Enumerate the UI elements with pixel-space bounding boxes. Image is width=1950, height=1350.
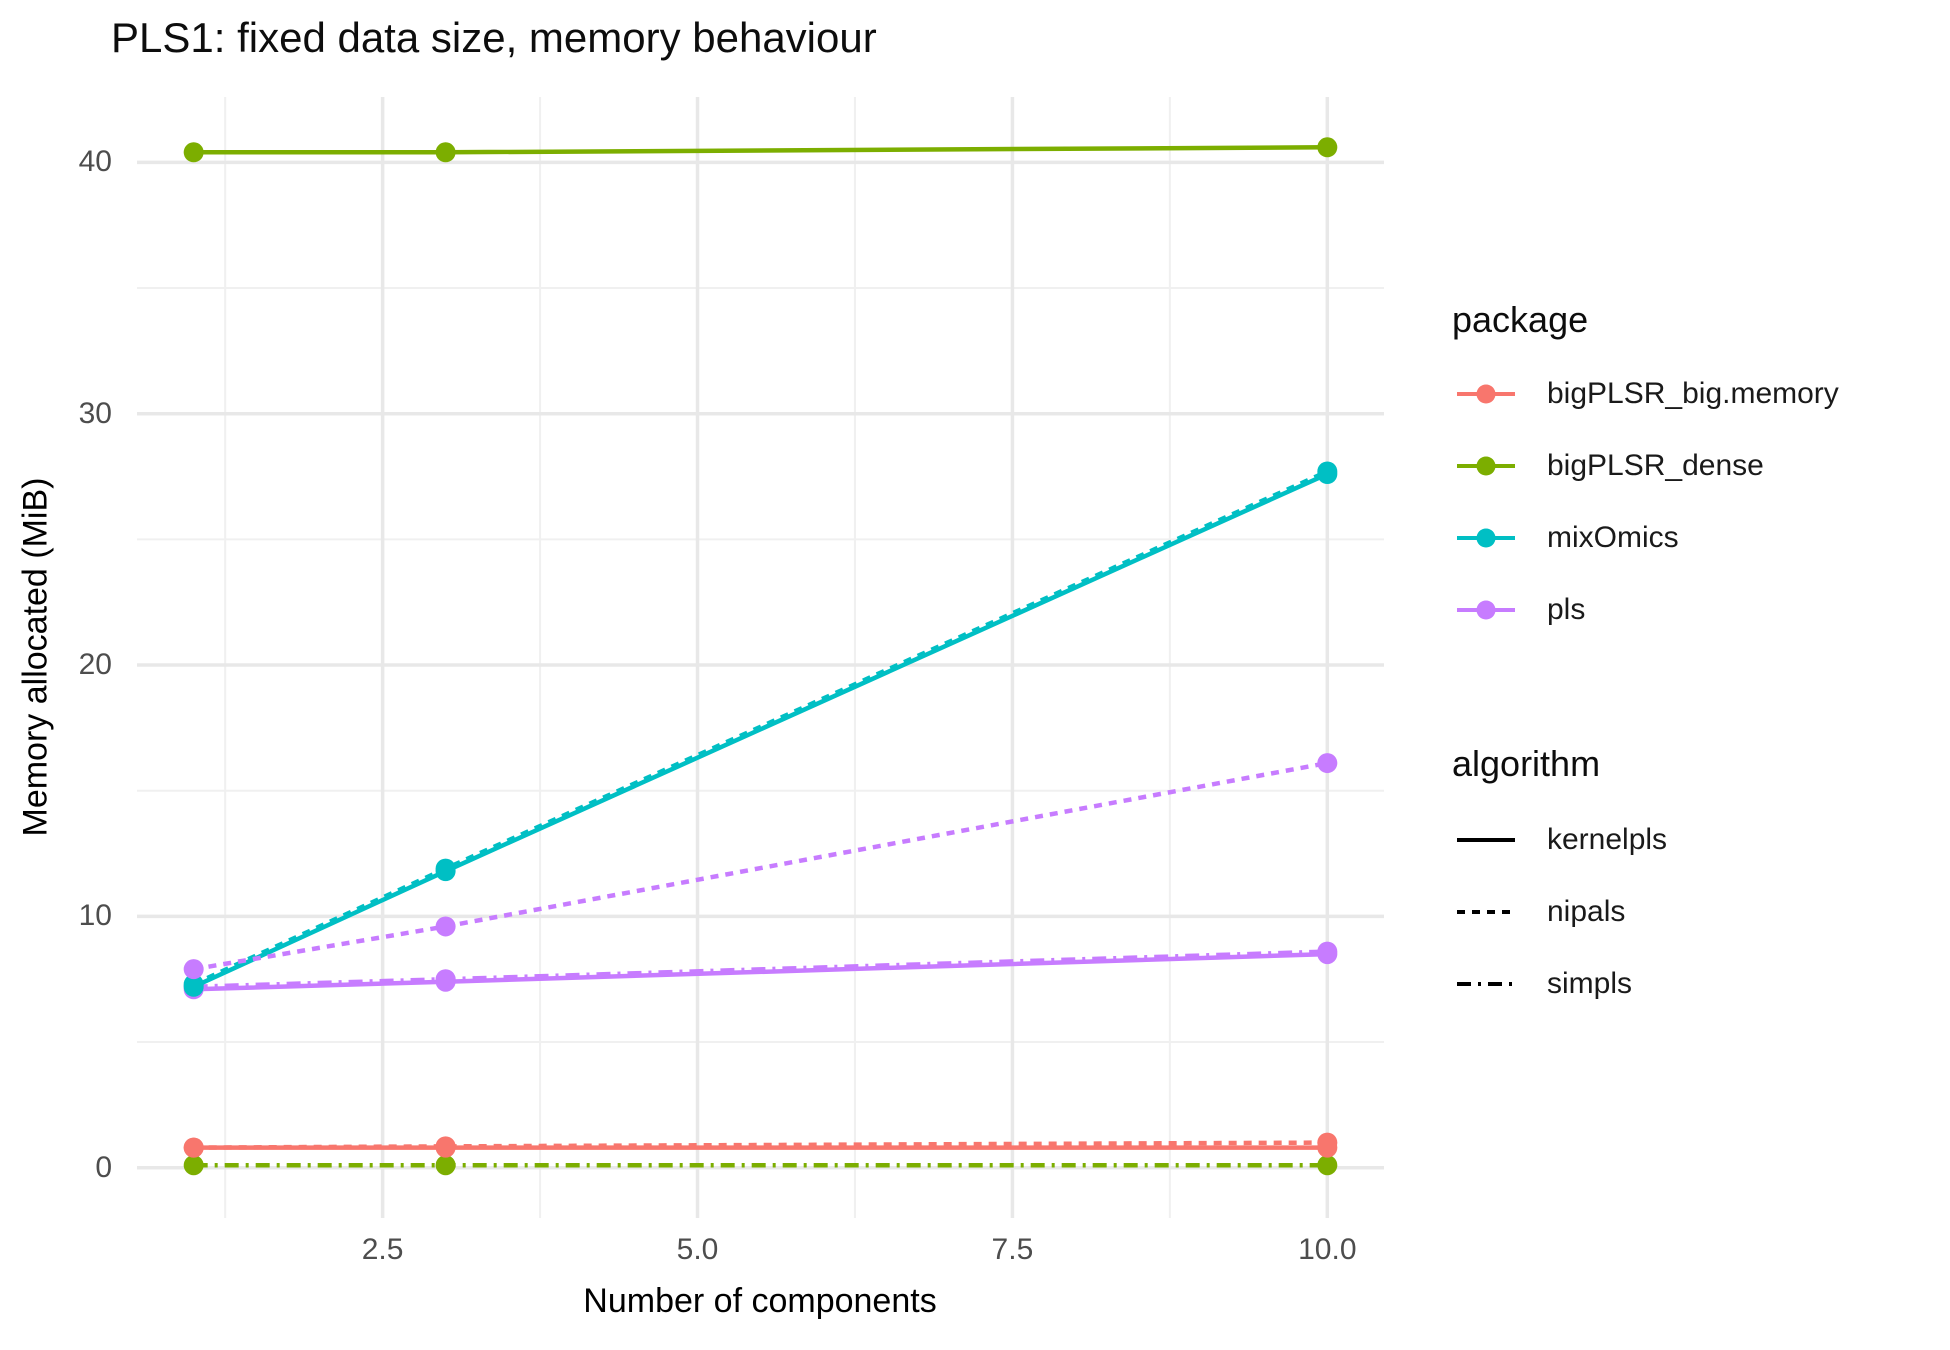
x-tick-label-2.5: 2.5: [361, 1233, 404, 1266]
x-tick-label-10.0: 10.0: [1298, 1233, 1357, 1266]
legend-package-item-bigPLSR_big.memory: bigPLSR_big.memory: [1455, 374, 1839, 414]
legend-package-item-bigPLSR_dense: bigPLSR_dense: [1455, 446, 1764, 486]
y-tick-label-30: 30: [78, 396, 112, 430]
legend-package-item-pls: pls: [1455, 590, 1585, 630]
legend-key-line-point: [1457, 456, 1515, 476]
x-tick-label-5.0: 5.0: [676, 1233, 719, 1266]
series-line-bigPLSR_dense-kernelpls: [193, 145, 1328, 155]
data-point-pls-nipals-x3: [435, 916, 456, 937]
data-point-mixOmics-nipals-x3: [435, 858, 456, 879]
y-tick-label-10: 10: [78, 899, 112, 933]
legend-package-label: mixOmics: [1547, 521, 1679, 554]
x-tick-label-7.5: 7.5: [991, 1233, 1034, 1266]
gridlines-minor: [137, 97, 1384, 1218]
series-line-mixOmics-kernelpls: [192, 471, 1329, 989]
data-point-bigPLSR_dense-kernelpls-x10: [1317, 137, 1338, 158]
legend-algorithm-item-kernelpls: kernelpls: [1455, 820, 1667, 860]
data-point-bigPLSR_big.memory-nipals-x10: [1317, 1132, 1338, 1153]
legend-key-line: [1457, 838, 1515, 842]
data-point-mixOmics-nipals-x10: [1317, 461, 1338, 482]
legend-algorithm-title: algorithm: [1452, 743, 1601, 784]
data-point-pls-nipals-x10: [1317, 753, 1338, 774]
legend-algorithm-label: nipals: [1547, 895, 1626, 928]
series-line-mixOmics-nipals: [192, 469, 1329, 987]
series-points: [183, 137, 1338, 1176]
legend-algorithm-item-nipals: nipals: [1455, 892, 1625, 932]
data-point-pls-simpls-x3: [435, 969, 456, 990]
data-point-bigPLSR_dense-kernelpls-x1: [183, 142, 204, 163]
legend-package-title: package: [1452, 299, 1589, 340]
chart-title: PLS1: fixed data size, memory behaviour: [111, 14, 877, 61]
data-point-bigPLSR_dense-simpls-x3: [435, 1155, 456, 1176]
series-line-pls-nipals: [193, 760, 1328, 972]
legend-key-line-point: [1457, 384, 1515, 404]
y-tick-label-40: 40: [78, 145, 112, 179]
data-point-bigPLSR_dense-simpls-x10: [1317, 1155, 1338, 1176]
series-line-pls-kernelpls: [193, 951, 1328, 992]
x-axis-title: Number of components: [583, 1282, 937, 1320]
gridlines-major: [137, 97, 1384, 1218]
data-point-bigPLSR_big.memory-nipals-x3: [435, 1136, 456, 1157]
legend-package-item-mixOmics: mixOmics: [1455, 518, 1679, 558]
data-point-mixOmics-nipals-x1: [183, 974, 204, 995]
legend-key-line: [1457, 910, 1515, 914]
y-tick-label-20: 20: [78, 648, 112, 682]
legend-key-line-point: [1457, 600, 1515, 620]
data-point-pls-simpls-x10: [1317, 941, 1338, 962]
legend-key-line: [1457, 982, 1515, 986]
series-line-pls-simpls: [193, 949, 1328, 990]
legend-algorithm-label: kernelpls: [1547, 823, 1668, 856]
legend-package-label: bigPLSR_big.memory: [1547, 377, 1839, 410]
legend-algorithm-label: simpls: [1547, 967, 1633, 1000]
data-point-pls-nipals-x1: [183, 959, 204, 980]
data-point-bigPLSR_dense-simpls-x1: [183, 1155, 204, 1176]
data-point-bigPLSR_dense-kernelpls-x3: [435, 142, 456, 163]
series-lines: [192, 145, 1329, 1168]
y-tick-label-0: 0: [95, 1150, 112, 1184]
legend-package-label: bigPLSR_dense: [1547, 449, 1764, 482]
legend-algorithm-item-simpls: simpls: [1455, 964, 1632, 1004]
legend-key-line-point: [1457, 528, 1515, 548]
data-point-bigPLSR_big.memory-nipals-x1: [183, 1137, 204, 1158]
legend-package-label: pls: [1547, 593, 1586, 626]
